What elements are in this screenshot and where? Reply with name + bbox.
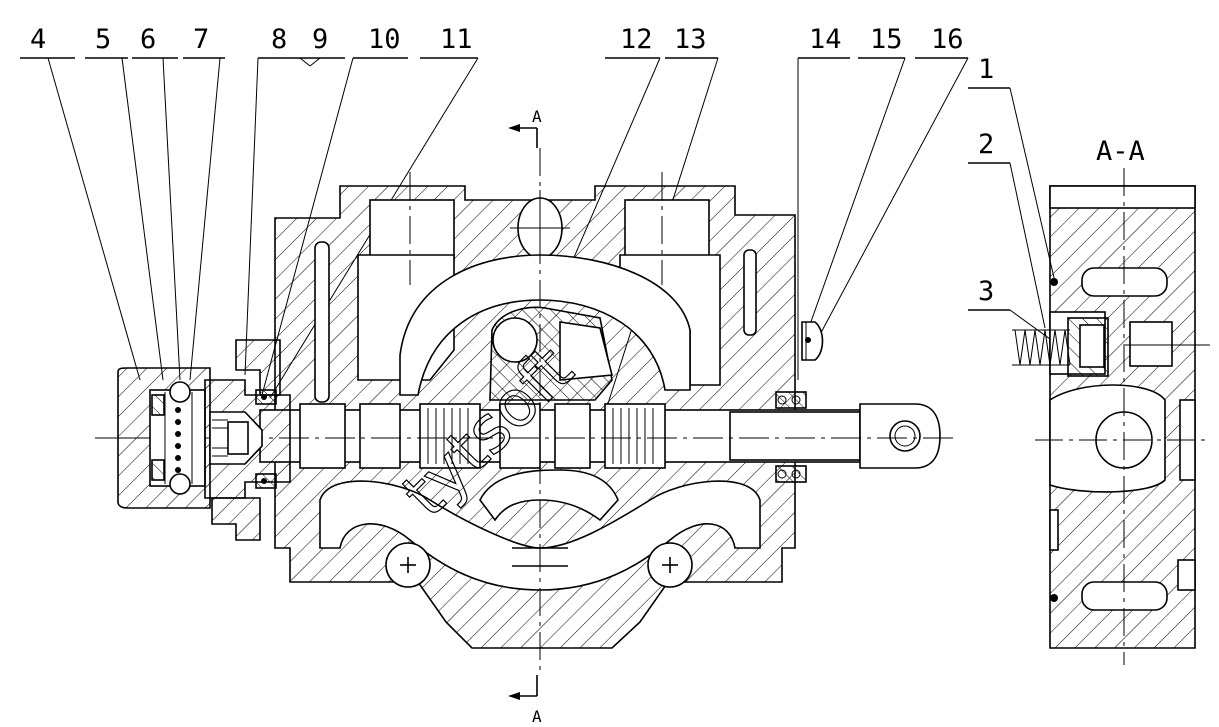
part-label-6: 6: [140, 24, 156, 55]
part-label-11: 11: [440, 24, 473, 55]
part-label-4: 4: [30, 24, 46, 55]
section-label-1: 1: [978, 54, 994, 85]
right-seal: [775, 321, 824, 483]
section-marker-bottom: A: [508, 675, 542, 726]
section-label-2: 2: [978, 129, 994, 160]
spool: [95, 403, 955, 469]
part-label-group: 4 5 6 7 8 9 10 11 12 13 14 15 16: [30, 24, 964, 55]
part-label-9: 9: [312, 24, 328, 55]
svg-text:A: A: [532, 107, 542, 126]
svg-text:A: A: [532, 707, 542, 726]
part-label-5: 5: [95, 24, 111, 55]
part-label-16: 16: [931, 24, 964, 55]
part-label-13: 13: [674, 24, 707, 55]
section-title: A-A: [1096, 136, 1145, 167]
part-label-8: 8: [271, 24, 287, 55]
section-a-a-view: A-A 1 2 3: [968, 54, 1210, 665]
part-label-10: 10: [368, 24, 401, 55]
section-label-3: 3: [978, 276, 994, 307]
part-label-14: 14: [809, 24, 842, 55]
part-label-15: 15: [870, 24, 903, 55]
part-label-7: 7: [193, 24, 209, 55]
part-label-12: 12: [620, 24, 653, 55]
left-cap-assembly: [117, 339, 291, 541]
section-marker-top: A: [508, 107, 542, 148]
